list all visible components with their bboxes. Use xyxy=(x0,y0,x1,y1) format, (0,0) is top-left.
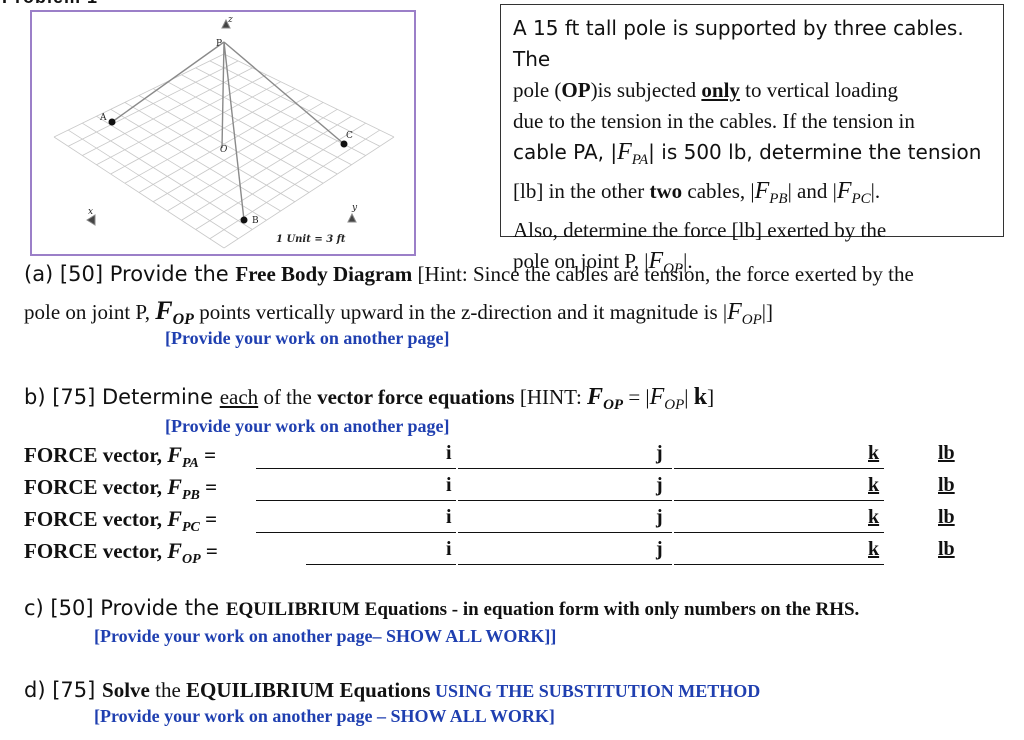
fpc-j-unit: j xyxy=(656,506,663,528)
part-a-line-2: pole on joint P, FOP points vertically u… xyxy=(24,296,773,329)
label-o: O xyxy=(220,145,228,155)
fop-j-blank[interactable] xyxy=(458,538,672,565)
fpb-k-unit: k xyxy=(868,474,880,496)
joint-c xyxy=(340,140,348,148)
fpc-lb-unit: lb xyxy=(938,506,955,528)
force-row-pa: FORCE vector, FPA = i j k lb xyxy=(24,442,955,472)
fpc-j-blank[interactable] xyxy=(458,506,672,533)
part-a-line-1: (a) [50] Provide the Free Body Diagram [… xyxy=(24,262,914,286)
joint-b xyxy=(240,216,248,224)
fpb-i-blank[interactable] xyxy=(256,474,456,501)
part-c-note: [Provide your work on another page– SHOW… xyxy=(94,626,557,646)
label-b: B xyxy=(252,216,259,226)
statement-line-4: cable PA, |FPA| is 500 lb, determine the… xyxy=(513,139,982,169)
fpa-j-unit: j xyxy=(656,442,663,464)
grid-line xyxy=(209,129,381,240)
fpb-j-unit: j xyxy=(656,474,663,496)
fop-k-blank[interactable] xyxy=(674,538,884,565)
x-axis-arrow xyxy=(86,214,96,226)
fpa-lb-unit: lb xyxy=(938,442,955,464)
force-row-pc: FORCE vector, FPC = i j k lb xyxy=(24,506,955,536)
statement-line-3: due to the tension in the cables. If the… xyxy=(513,109,915,133)
fpa-j-blank[interactable] xyxy=(458,442,672,469)
force-row-pb: FORCE vector, FPB = i j k lb xyxy=(24,474,955,504)
force-row-op: FORCE vector, FOP = i j k lb xyxy=(24,538,955,568)
statement-line-7: pole on joint P, |FOP|. xyxy=(513,248,693,278)
problem-statement: A 15 ft tall pole is supported by three … xyxy=(500,4,1004,278)
fop-j-unit: j xyxy=(656,538,663,560)
statement-line-5: [lb] in the other two cables, |FPB| and … xyxy=(513,178,881,208)
isometric-grid-diagram: z P A B C O x y 1 Unit = 3 ft xyxy=(53,15,395,249)
fpc-i-blank[interactable] xyxy=(256,506,456,533)
fpb-k-blank[interactable] xyxy=(674,474,884,501)
label-z: z xyxy=(227,15,233,25)
fpb-lb-unit: lb xyxy=(938,474,955,496)
cable-pc xyxy=(223,41,345,145)
isometric-grid xyxy=(53,53,395,249)
part-d-line-1: d) [75] Solve the EQUILIBRIUM Equations … xyxy=(24,678,761,702)
fop-i-unit: i xyxy=(446,538,452,560)
cable-pb xyxy=(223,41,245,221)
fpa-i-blank[interactable] xyxy=(256,442,456,469)
fpa-k-blank[interactable] xyxy=(674,442,884,469)
z-axis-arrow xyxy=(221,18,231,29)
grid-line xyxy=(195,122,366,230)
scale-note: 1 Unit = 3 ft xyxy=(276,234,346,245)
label-a: A xyxy=(99,113,107,123)
label-c: C xyxy=(346,131,353,141)
fpc-k-unit: k xyxy=(868,506,880,528)
part-b-line-1: b) [75] Determine each of the vector for… xyxy=(24,384,715,414)
fpc-i-unit: i xyxy=(446,506,452,528)
fop-k-unit: k xyxy=(868,538,880,560)
part-d-note: [Provide your work on another page – SHO… xyxy=(94,706,555,726)
cables-and-pole xyxy=(111,41,345,221)
pole-cable-figure: z P A B C O x y 1 Unit = 3 ft xyxy=(30,10,416,256)
statement-line-6: Also, determine the force [lb] exerted b… xyxy=(513,218,887,243)
statement-line-1: A 15 ft tall pole is supported by three … xyxy=(513,16,964,71)
axes-arrows xyxy=(86,18,357,226)
y-axis-arrow xyxy=(347,212,357,223)
fpb-j-blank[interactable] xyxy=(458,474,672,501)
part-a-note: [Provide your work on another page] xyxy=(165,328,450,348)
fpb-i-unit: i xyxy=(446,474,452,496)
fpc-k-blank[interactable] xyxy=(674,506,884,533)
grid-line xyxy=(223,136,395,249)
part-c-line-1: c) [50] Provide the EQUILIBRIUM Equation… xyxy=(24,596,860,620)
label-x: x xyxy=(88,207,93,217)
pole-op xyxy=(221,41,225,149)
cable-pa xyxy=(111,41,225,123)
part-b-note: [Provide your work on another page] xyxy=(165,416,450,436)
label-y: y xyxy=(351,203,358,213)
grid-line xyxy=(82,122,253,230)
joints xyxy=(108,118,348,224)
fop-lb-unit: lb xyxy=(938,538,955,560)
grid-line xyxy=(53,136,225,249)
fop-i-blank[interactable] xyxy=(306,538,456,565)
fpa-k-unit: k xyxy=(868,442,880,464)
label-p: P xyxy=(216,39,222,49)
fpa-i-unit: i xyxy=(446,442,452,464)
joint-a xyxy=(108,118,116,126)
statement-line-2: pole (OP)is subjected only to vertical l… xyxy=(513,78,898,102)
page-heading: Problem 1 xyxy=(2,0,98,8)
grid-line xyxy=(67,129,239,240)
